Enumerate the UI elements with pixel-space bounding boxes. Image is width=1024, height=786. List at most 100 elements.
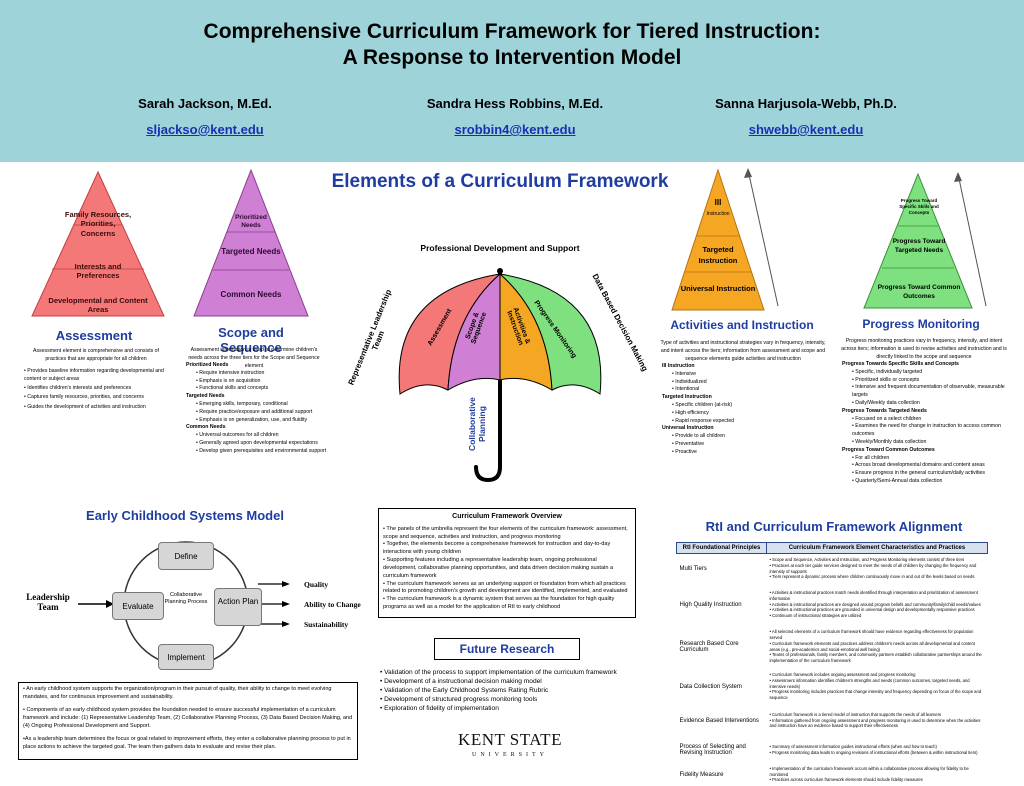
list-item: • Proactive xyxy=(672,448,697,455)
list-item: • Intensive xyxy=(672,370,697,377)
progress-list: Progress Towards Specific Skills and Con… xyxy=(842,361,1010,486)
outcome-sustainability: Sustainability xyxy=(304,620,349,629)
rti-table: RtI Foundational Principles Curriculum F… xyxy=(676,542,988,786)
list-item: • Require practice/exposure and addition… xyxy=(196,408,313,415)
list-item: • Guides the development of activities a… xyxy=(24,403,146,410)
cycle-implement: Implement xyxy=(158,644,214,670)
activities-group-head: III Instruction xyxy=(662,363,695,369)
list-item: • The curriculum framework serves as an … xyxy=(383,580,628,595)
list-item: • Captures family resources, priorities,… xyxy=(24,394,145,401)
cycle-evaluate: Evaluate xyxy=(112,592,164,620)
list-item: • Develop given prerequisites and enviro… xyxy=(196,447,327,454)
list-item: • Preventative xyxy=(672,440,705,447)
rti-practice: • Activities & instructional practices m… xyxy=(769,590,981,618)
list-item: • Quarterly/Semi-Annual data collection xyxy=(852,477,943,484)
future-research-title: Future Research xyxy=(434,638,580,660)
outcome-change: Ability to Change xyxy=(304,600,361,609)
rti-principle: Fidelity Measure xyxy=(679,771,724,778)
author-name-1: Sarah Jackson, M.Ed. xyxy=(138,96,272,111)
elements-title: Elements of a Curriculum Framework xyxy=(331,171,669,192)
list-item: • Development of a instructional decisio… xyxy=(380,677,542,685)
list-item: • Require intensive instruction xyxy=(196,369,265,376)
future-research-list: • Validation of the process to support i… xyxy=(380,669,650,713)
assessment-tier-mid: Interests and Preferences xyxy=(74,262,122,281)
activities-tier-mid: Targeted Instruction xyxy=(698,245,738,266)
rti-practice: • Curriculum framework is a tiered model… xyxy=(769,711,981,729)
list-item: • Emphasis is on generalization, use, an… xyxy=(196,416,308,423)
activities-pyramid xyxy=(671,168,779,311)
activities-tier-base: Universal Instruction xyxy=(680,284,756,293)
activities-intro: Type of activities and instructional str… xyxy=(660,340,826,362)
list-item: • Generally agreed upon developmental ex… xyxy=(196,439,318,446)
rti-practice: • Scope and Sequence, Activities and Ins… xyxy=(769,557,977,580)
activities-list: III Instruction • Intensive • Individual… xyxy=(662,363,812,457)
rti-principle: High Quality Instruction xyxy=(679,601,742,608)
early-childhood-box: • An early childhood system supports the… xyxy=(18,682,358,760)
scope-intro: Assessment information is used to determ… xyxy=(188,347,320,369)
activities-group-head: Universal Instruction xyxy=(662,425,714,432)
assessment-bullets: • Provides baseline information regardin… xyxy=(24,368,164,413)
table-header-row: RtI Foundational Principles Curriculum F… xyxy=(676,542,988,554)
scope-title: Scope and Sequence xyxy=(218,325,284,355)
ec-paragraph: • Components of an early childhood syste… xyxy=(23,706,353,729)
author-email-2[interactable]: srobbin4@kent.edu xyxy=(454,122,576,137)
assessment-title: Assessment xyxy=(55,328,133,343)
progress-title: Progress Monitoring xyxy=(862,317,980,331)
list-item: • The panels of the umbrella represent t… xyxy=(383,525,628,540)
progress-tier-top: Progress Toward Specific Skills and Conc… xyxy=(899,198,939,215)
activities-tier-top-roman: III xyxy=(714,198,722,207)
overview-title: Curriculum Framework Overview xyxy=(452,513,562,520)
scope-tier-base: Common Needs xyxy=(220,290,282,299)
progress-intro: Progress monitoring practices vary in fr… xyxy=(841,338,1007,360)
progress-group-head: Progress Towards Targeted Needs xyxy=(842,407,927,414)
list-item: • Validation of the Early Childhood Syst… xyxy=(380,686,549,694)
scope-pyramid xyxy=(193,168,309,317)
activities-group-head: Targeted Instruction xyxy=(662,394,712,401)
list-item: • Together, the elements become a compre… xyxy=(383,541,611,556)
list-item: • Identifies children's interests and pr… xyxy=(24,385,132,392)
list-item: • Exploration of fidelity of implementat… xyxy=(380,704,499,712)
umbrella-diagram xyxy=(398,268,602,483)
activities-title: Activities and Instruction xyxy=(670,318,814,332)
kent-state-logo-sub: UNIVERSITY xyxy=(472,752,548,758)
progress-group-head: Progress Towards Specific Skills and Con… xyxy=(842,361,959,367)
list-item: • Specific children (at-risk) xyxy=(672,401,733,408)
author-email-1[interactable]: sljackso@kent.edu xyxy=(146,122,264,137)
rti-principle: Multi Tiers xyxy=(679,565,707,572)
scope-group-head: Targeted Needs xyxy=(186,393,225,400)
list-item: • Validation of the process to support i… xyxy=(380,669,617,676)
cycle-action-plan: Action Plan xyxy=(214,588,262,626)
list-item: • Emphasis is on acquisition xyxy=(196,377,261,384)
rti-principle: Research Based Core Curriculum xyxy=(679,640,739,653)
list-item: • Examines the need for change in instru… xyxy=(852,423,1001,438)
leadership-team-label: Leadership Team xyxy=(26,592,70,612)
list-item: • Development of structured progress mon… xyxy=(380,695,538,703)
rti-title: RtI and Curriculum Framework Alignment xyxy=(705,519,963,534)
kent-state-logo: KENT STATE xyxy=(458,730,562,749)
list-item: • Provides baseline information regardin… xyxy=(24,368,164,382)
assessment-tier-base: Developmental and Content Areas xyxy=(48,296,148,315)
list-item: • For all children xyxy=(852,454,890,461)
progress-tier-base: Progress Toward Common Outcomes xyxy=(877,284,961,300)
progress-group-head: Progress Toward Common Outcomes xyxy=(842,446,935,453)
list-item: • Provide to all children xyxy=(672,433,725,440)
table-row: Data Collection System • Curriculum fram… xyxy=(677,668,988,706)
list-item: • Rapid response expected xyxy=(672,417,735,424)
list-item: • Weekly/Monthly data collection xyxy=(852,438,927,445)
table-row: Multi Tiers • Scope and Sequence, Activi… xyxy=(677,554,988,584)
ec-paragraph: •As a leadership team determines the foc… xyxy=(23,735,351,750)
author-email-3[interactable]: shwebb@kent.edu xyxy=(748,122,864,137)
rti-principle: Evidence Based Interventions xyxy=(679,717,759,724)
assessment-pyramid xyxy=(31,170,165,317)
table-row: Process of Selecting and Revising Instru… xyxy=(677,736,988,764)
rti-col-header: RtI Foundational Principles xyxy=(676,542,767,554)
poster-title-line1: Comprehensive Curriculum Framework for T… xyxy=(203,20,821,43)
scope-group-head: Prioritized Needs xyxy=(186,362,229,368)
early-childhood-title: Early Childhood Systems Model xyxy=(86,508,284,523)
table-row: Research Based Core Curriculum • All sel… xyxy=(677,626,988,668)
list-item: • Ensure progress in the general curricu… xyxy=(852,470,986,477)
list-item: • Functional skills and concepts xyxy=(196,385,269,392)
ec-paragraph: • An early childhood system supports the… xyxy=(23,686,332,700)
author-name-3: Sanna Harjusola-Webb, Ph.D. xyxy=(715,96,897,111)
list-item: • Prioritized skills or concepts xyxy=(852,376,920,383)
